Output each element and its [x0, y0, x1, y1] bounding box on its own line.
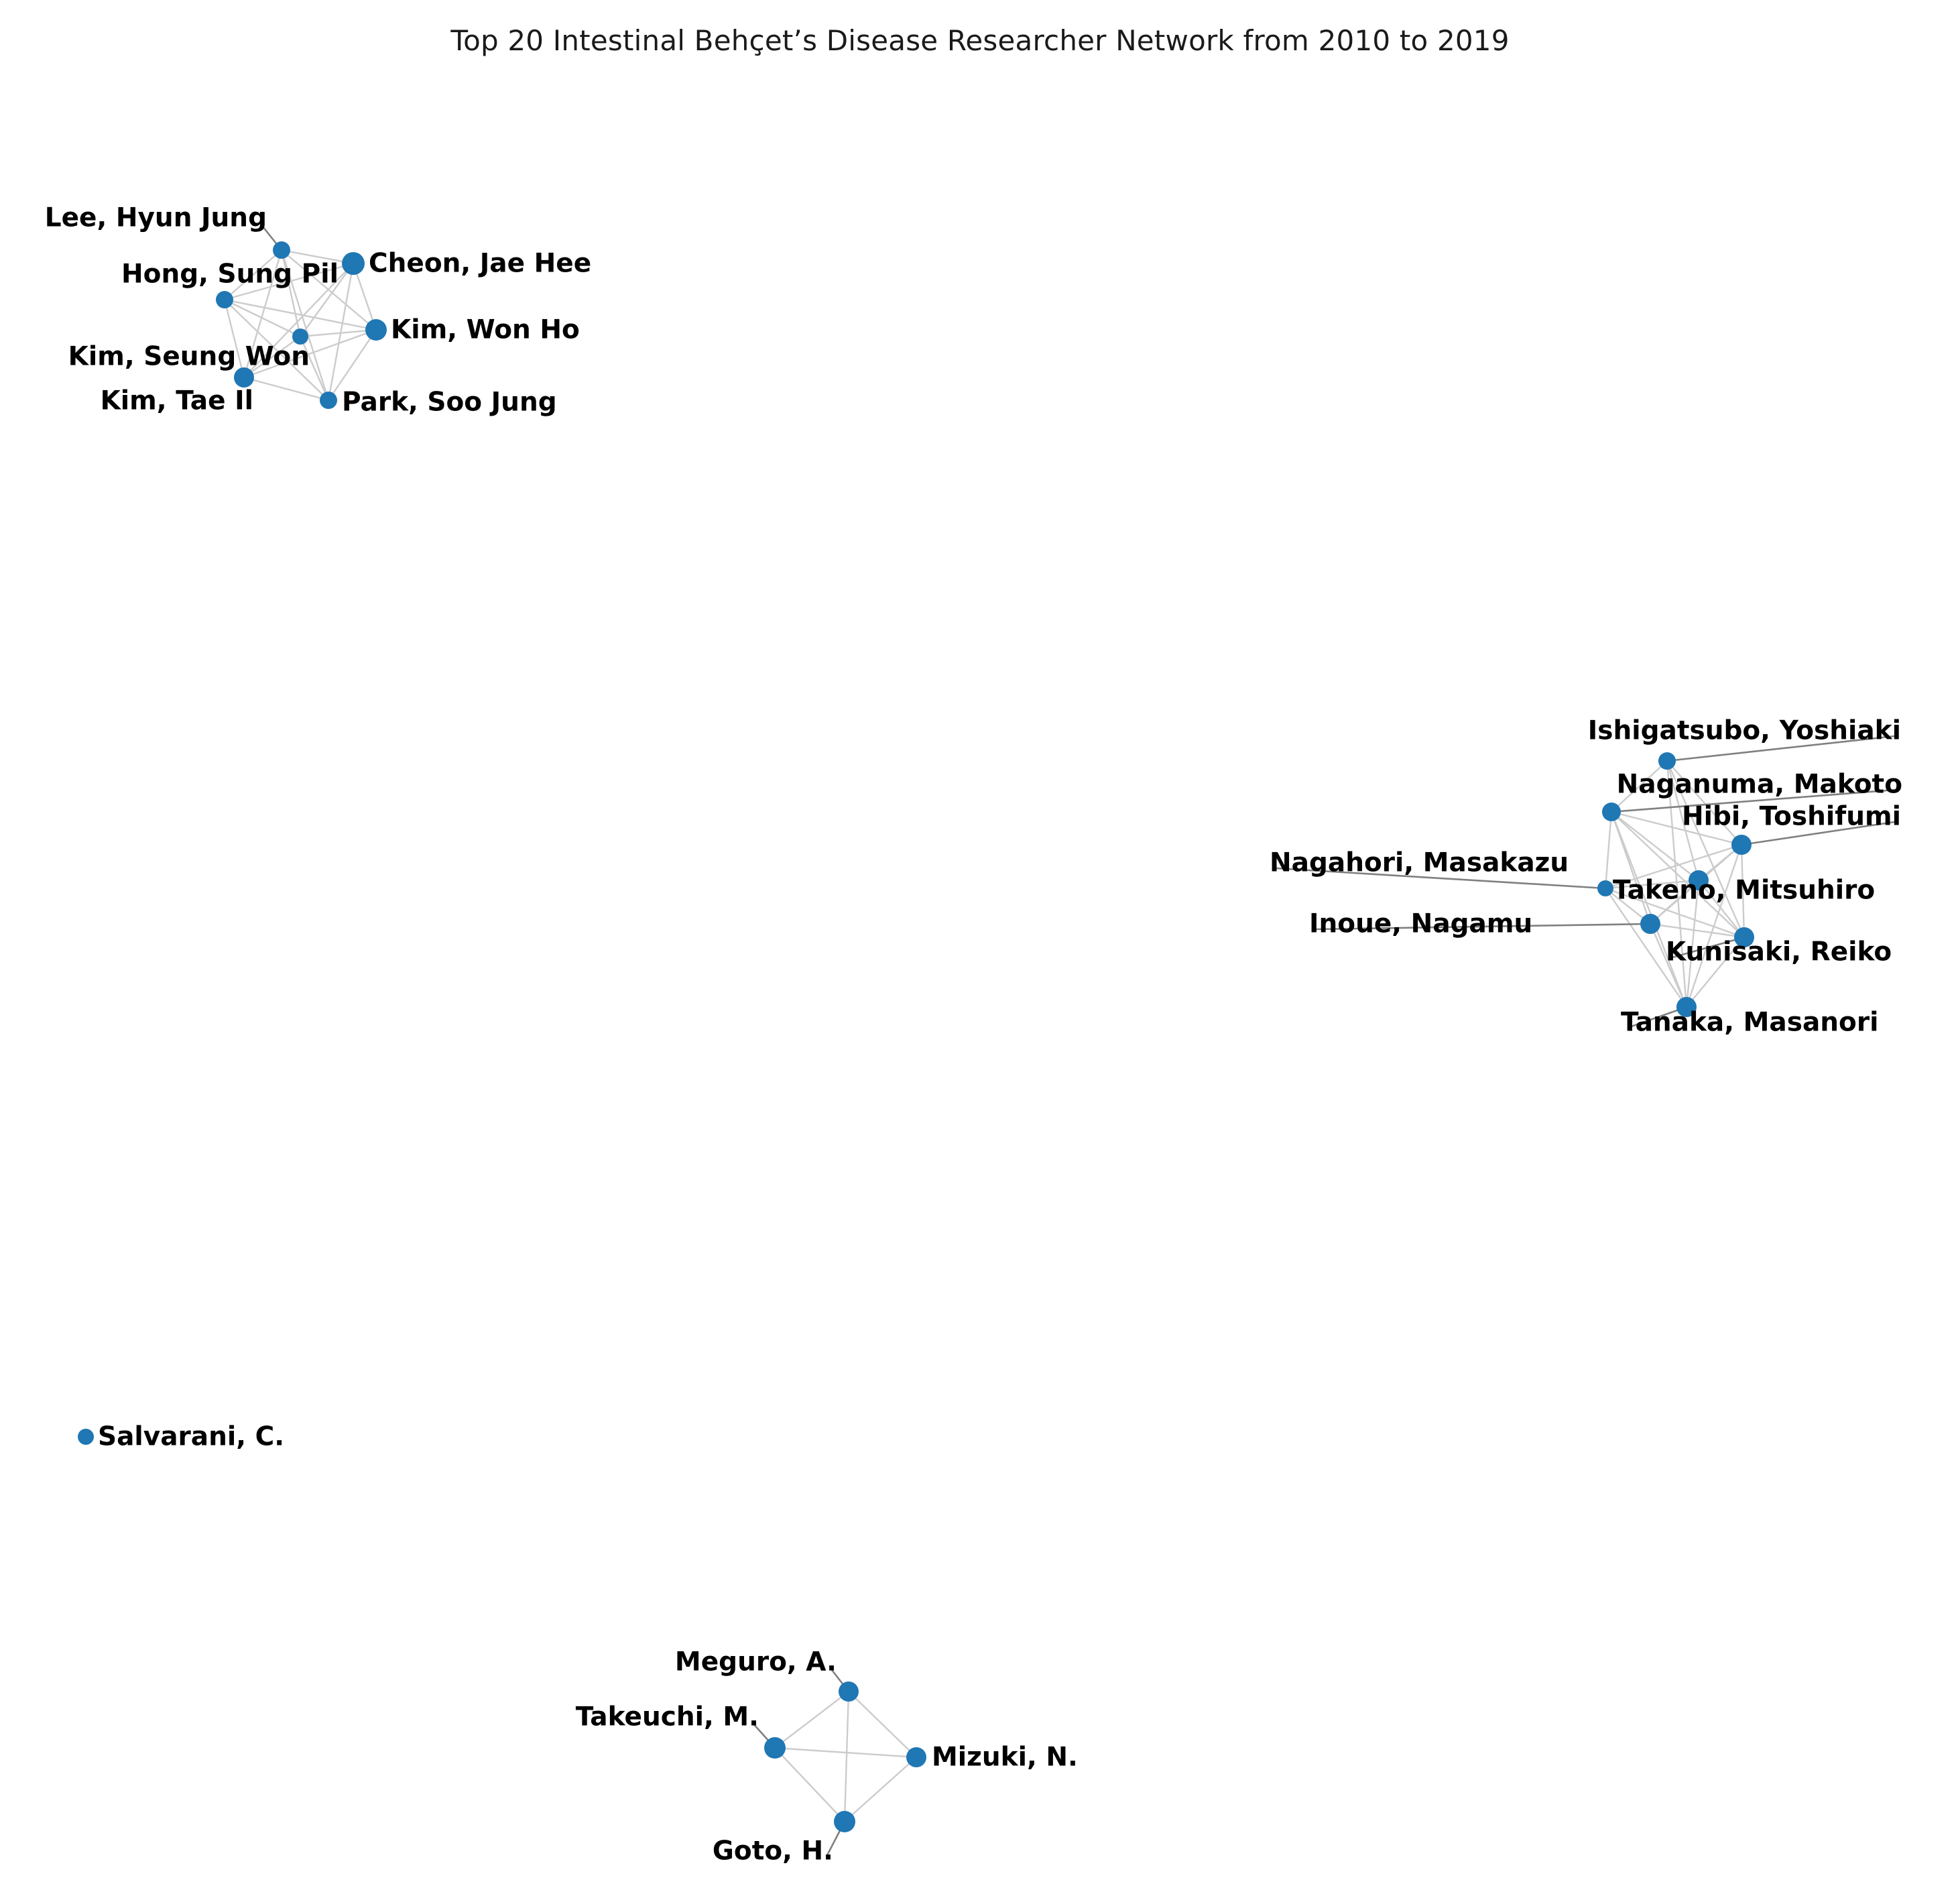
label-leader-line: [1666, 735, 1895, 762]
graph-edge: [1605, 887, 1745, 939]
graph-edge: [848, 1691, 917, 1758]
graph-edge: [1686, 937, 1745, 1008]
graph-edge: [224, 262, 354, 301]
label-leader-line: [1276, 867, 1606, 890]
graph-edge: [774, 1691, 849, 1749]
graph-node-kim_tae_il[interactable]: [234, 367, 254, 388]
graph-node-mizuki[interactable]: [906, 1747, 926, 1767]
graph-edge: [327, 263, 355, 401]
nodes-layer: [78, 241, 1754, 1832]
graph-node-kim_won_ho[interactable]: [365, 319, 387, 341]
graph-node-lee_hyun_jung[interactable]: [273, 241, 290, 259]
page-title: Top 20 Intestinal Behçet’s Disease Resea…: [450, 24, 1510, 57]
node-label-hibi: Hibi, Toshifumi: [1682, 801, 1901, 832]
graph-edge: [1611, 811, 1742, 846]
graph-edge: [281, 249, 354, 265]
graph-node-goto[interactable]: [834, 1811, 855, 1832]
node-label-ishigatsubo: Ishigatsubo, Yoshiaki: [1587, 715, 1901, 746]
node-label-cheon_jae_hee: Cheon, Jae Hee: [369, 248, 592, 279]
node-label-kim_won_ho: Kim, Won Ho: [391, 314, 580, 345]
graph-node-hong_sung_pil[interactable]: [216, 291, 233, 308]
graph-edge: [774, 1747, 917, 1759]
graph-edge: [280, 249, 330, 401]
graph-edge: [843, 1691, 850, 1822]
label-leader-line: [1315, 923, 1651, 931]
node-label-salvarani: Salvarani, C.: [98, 1421, 285, 1452]
graph-node-kunisaki[interactable]: [1734, 927, 1754, 947]
node-label-lee_hyun_jung: Lee, Hyun Jung: [44, 202, 267, 233]
graph-edge: [224, 299, 329, 401]
graph-edge: [243, 336, 301, 378]
graph-edge: [243, 249, 283, 378]
graph-edge: [1605, 843, 1742, 890]
node-label-tanaka: Tanaka, Masanori: [1621, 1007, 1879, 1038]
graph-node-kim_seung_won[interactable]: [292, 329, 308, 345]
node-label-goto: Goto, H.: [712, 1836, 833, 1867]
graph-edge: [1685, 880, 1700, 1008]
label-leader-line: [1672, 936, 1745, 959]
label-leader-line: [1627, 1006, 1687, 1029]
graph-edge: [1650, 880, 1699, 925]
node-label-nagahori: Nagahori, Masakazu: [1270, 847, 1569, 878]
graph-node-tanaka[interactable]: [1676, 997, 1697, 1017]
graph-edge: [774, 1747, 845, 1822]
graph-node-hibi[interactable]: [1731, 835, 1752, 855]
graph-edge: [1605, 888, 1687, 1008]
node-label-mizuki: Mizuki, N.: [932, 1742, 1078, 1773]
graph-edge: [243, 329, 377, 379]
graph-edge: [224, 298, 301, 338]
graph-edge: [243, 376, 329, 402]
graph-node-takeno[interactable]: [1689, 870, 1709, 890]
node-label-takeuchi: Takeuchi, M.: [575, 1702, 759, 1732]
graph-node-ishigatsubo[interactable]: [1658, 752, 1676, 770]
graph-edge: [224, 298, 377, 331]
node-label-takeno: Takeno, Mitsuhiro: [1613, 875, 1876, 906]
graph-edge: [300, 329, 377, 338]
graph-node-salvarani[interactable]: [78, 1429, 94, 1445]
graph-edge: [1611, 760, 1668, 813]
graph-edge: [300, 263, 354, 337]
edges-layer: [223, 249, 1745, 1822]
graph-node-naganuma[interactable]: [1602, 803, 1621, 821]
graph-edge: [1666, 760, 1688, 1008]
graph-edge: [299, 336, 330, 401]
graph-edge: [1604, 811, 1613, 889]
graph-edge: [1605, 879, 1699, 890]
graph-edge: [1740, 844, 1745, 938]
graph-edge: [1650, 923, 1745, 939]
graph-node-inoue[interactable]: [1640, 914, 1660, 934]
node-label-kim_tae_il: Kim, Tae Il: [100, 386, 253, 416]
label-leader-line: [1611, 788, 1896, 813]
graph-edge: [1666, 760, 1745, 938]
graph-node-nagahori[interactable]: [1597, 880, 1613, 896]
label-leader-lines-layer: [259, 223, 1896, 1857]
graph-edge: [1649, 923, 1688, 1008]
node-label-meguro: Meguro, A.: [674, 1647, 837, 1677]
node-label-hong_sung_pil: Hong, Sung Pil: [121, 259, 339, 290]
graph-edge: [223, 299, 245, 378]
graph-edge: [224, 249, 282, 300]
graph-edge: [1611, 811, 1745, 938]
graph-edge: [844, 1757, 917, 1822]
graph-node-park_soo_jung[interactable]: [320, 392, 337, 409]
node-label-kunisaki: Kunisaki, Reiko: [1666, 937, 1892, 967]
label-leader-line: [1741, 821, 1895, 846]
node-label-inoue: Inoue, Nagamu: [1309, 908, 1533, 939]
node-label-naganuma: Naganuma, Makoto: [1616, 769, 1902, 800]
graph-edge: [1611, 811, 1699, 881]
graph-edge: [352, 263, 377, 331]
graph-edge: [1666, 760, 1742, 845]
graph-edge: [1698, 880, 1745, 938]
graph-node-meguro[interactable]: [839, 1681, 859, 1702]
node-label-park_soo_jung: Park, Soo Jung: [342, 387, 557, 418]
graph-edge: [1610, 811, 1688, 1008]
node-label-kim_seung_won: Kim, Seung Won: [68, 341, 310, 372]
graph-node-takeuchi[interactable]: [764, 1737, 786, 1759]
graph-node-cheon_jae_hee[interactable]: [342, 252, 365, 275]
graph-edge: [243, 263, 354, 378]
graph-edge: [328, 329, 377, 401]
